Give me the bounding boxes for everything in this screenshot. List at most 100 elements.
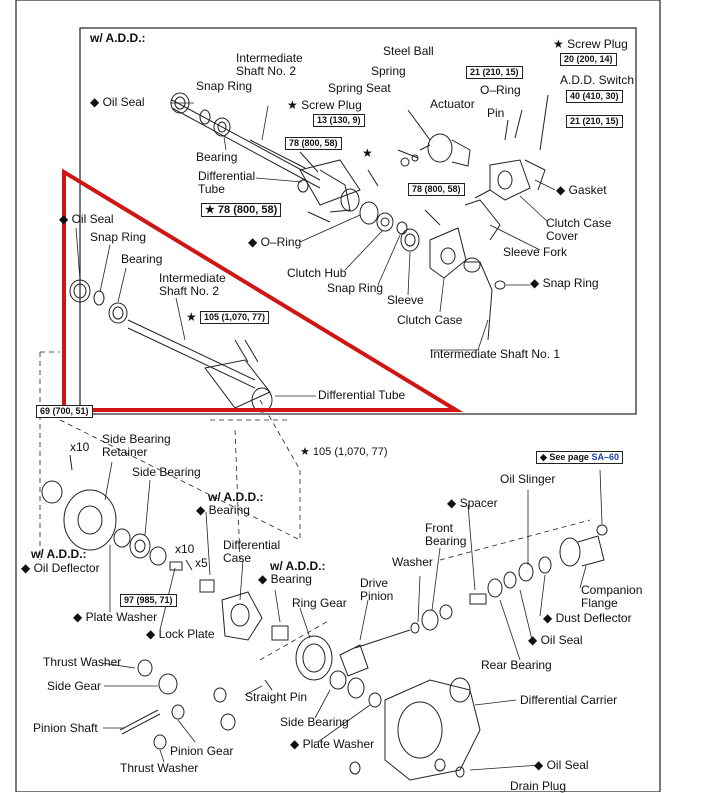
upper-o-ring: [359, 201, 379, 225]
leaders-lower: [101, 461, 603, 771]
torque-star-78-800-58: ★ 78 (800, 58): [201, 203, 282, 217]
label-washer: Washer: [392, 555, 433, 569]
differential-carrier: [384, 677, 481, 781]
label-dust-deflector: ◆ Dust Deflector: [543, 611, 632, 625]
label-lock-plate: ◆ Lock Plate: [146, 627, 215, 641]
torque-box-21-210-15-top: 21 (210, 15): [466, 66, 523, 79]
label-differential-tube-upper: Differential Tube: [198, 169, 256, 196]
label-rear-bearing: Rear Bearing: [481, 658, 552, 672]
drive-pinion: [339, 629, 411, 677]
label-clutch-case: Clutch Case: [397, 313, 463, 327]
thrust-washer-1: [137, 659, 153, 677]
snap-ring-2: [396, 221, 408, 235]
label-pin: Pin: [487, 106, 505, 120]
label-sleeve: Sleeve: [387, 293, 424, 307]
label-oil-slinger: Oil Slinger: [500, 472, 556, 486]
see-page-link[interactable]: SA–60: [591, 452, 619, 462]
label-intermediate-shaft-2-upper: Intermediate Shaft No. 2: [236, 51, 303, 78]
add-panel-title: w/ A.D.D.:: [90, 31, 146, 45]
companion-flange: [559, 524, 608, 567]
leaders-upper: [170, 102, 556, 351]
upper-intermediate-shaft: [171, 99, 321, 189]
side-gear: [158, 673, 178, 695]
clutch-case-cover: [489, 159, 546, 201]
drain-plug-parts: [349, 758, 465, 778]
torque-box-69-700-51: 69 (700, 51): [36, 405, 93, 418]
thrust-washer-2: [153, 713, 236, 750]
label-oil-seal-tri: ◆ Oil Seal: [59, 212, 114, 226]
upper-diff-tube: [297, 159, 361, 213]
label-differential-case: Differential Case: [223, 538, 281, 565]
torque-box-78-800-58-a: 78 (800, 58): [285, 137, 342, 150]
straight-pin: [264, 679, 273, 691]
label-steel-ball: Steel Ball: [383, 44, 434, 58]
label-o-ring-mid: ◆ O–Ring: [248, 235, 302, 249]
sleeve-fork: [464, 189, 501, 241]
rear-bearing-parts: [487, 556, 552, 598]
label-drain-plug: Drain Plug: [510, 779, 567, 793]
label-star-upper: ★: [362, 146, 373, 160]
tri-diff-tube: [204, 339, 273, 413]
label-intermediate-shaft-1: Intermediate Shaft No. 1: [430, 347, 561, 361]
label-spacer: ◆ Spacer: [447, 496, 498, 510]
dashed-assembly-lines: [39, 351, 591, 661]
torque-star-105-lower-text: ★ 105 (1,070, 77): [300, 446, 388, 458]
torque-star-78-800-58-text: ★ 78 (800, 58): [201, 203, 282, 217]
label-snap-ring-2: Snap Ring: [327, 281, 384, 295]
pinion-gear: [171, 687, 227, 720]
label-thrust-washer-1: Thrust Washer: [43, 655, 122, 669]
differential-case: [199, 579, 263, 641]
label-star-tri: ★: [186, 310, 197, 324]
side-bearing-retainer: [41, 454, 117, 551]
lock-plate: [169, 559, 193, 571]
label-plate-washer-1: ◆ Plate Washer: [73, 610, 158, 624]
label-oil-deflector: ◆ Oil Deflector: [21, 561, 100, 575]
label-side-bearing-2: Side Bearing: [280, 715, 349, 729]
intermediate-shaft-1: [463, 257, 493, 341]
label-x5: x5: [195, 556, 208, 570]
label-x10-b: x10: [175, 542, 195, 556]
snap-ring-3: [494, 280, 506, 290]
label-spring-seat: Spring Seat: [328, 81, 391, 95]
label-actuator: Actuator: [430, 97, 475, 111]
label-oil-seal-2: ◆ Oil Seal: [534, 758, 589, 772]
label-differential-tube-tri: Differential Tube: [318, 388, 406, 402]
label-add-oil-deflector-title: w/ A.D.D.:: [31, 547, 87, 561]
torque-box-13-130-9: 13 (130, 9): [313, 114, 365, 127]
label-pinion-gear: Pinion Gear: [170, 744, 234, 758]
label-side-bearing: Side Bearing: [132, 465, 201, 479]
label-thrust-washer-2: Thrust Washer: [120, 761, 199, 775]
label-x10-a: x10: [70, 440, 90, 454]
see-page-box: ◆ See page SA–60: [536, 451, 623, 464]
torque-star-105-lower: ★ 105 (1,070, 77): [300, 445, 388, 459]
label-differential-carrier: Differential Carrier: [520, 693, 618, 707]
label-add-bearing-title-2: w/ A.D.D.:: [270, 559, 326, 573]
label-bearing-upper: Bearing: [196, 150, 238, 164]
torque-box-40-410-30: 40 (410, 30): [566, 90, 623, 103]
torque-box-97-985-71: 97 (985, 71): [120, 594, 177, 607]
label-add-bearing-title: w/ A.D.D.:: [208, 490, 264, 504]
torque-box-105-1070-77-tri: 105 (1,070, 77): [200, 311, 270, 324]
tri-intermediate-shaft: [127, 319, 256, 389]
tri-bearing: [108, 302, 128, 324]
add-switch: [504, 94, 549, 151]
spacer: [469, 593, 487, 605]
label-pinion-shaft: Pinion Shaft: [33, 721, 98, 735]
lower-side-bearing: [113, 528, 167, 566]
pinion-shaft: [119, 709, 161, 735]
label-clutch-case-cover: Clutch Case Cover: [546, 216, 612, 243]
label-bearing-tri: Bearing: [121, 252, 163, 266]
upper-snap-ring: [199, 109, 211, 125]
label-companion-flange: Companion Flange: [581, 583, 643, 610]
label-drive-pinion: Drive Pinion: [360, 576, 394, 603]
upper-bolts: [299, 151, 379, 223]
label-side-gear: Side Gear: [47, 679, 102, 693]
torque-box-20-200-14: 20 (200, 14): [560, 53, 617, 66]
label-straight-pin: Straight Pin: [245, 690, 308, 704]
label-clutch-hub: Clutch Hub: [287, 266, 347, 280]
label-sleeve-fork: Sleeve Fork: [503, 245, 568, 259]
torque-box-78-800-58-b: 78 (800, 58): [408, 183, 465, 196]
steel-ball-spring: [400, 144, 431, 167]
